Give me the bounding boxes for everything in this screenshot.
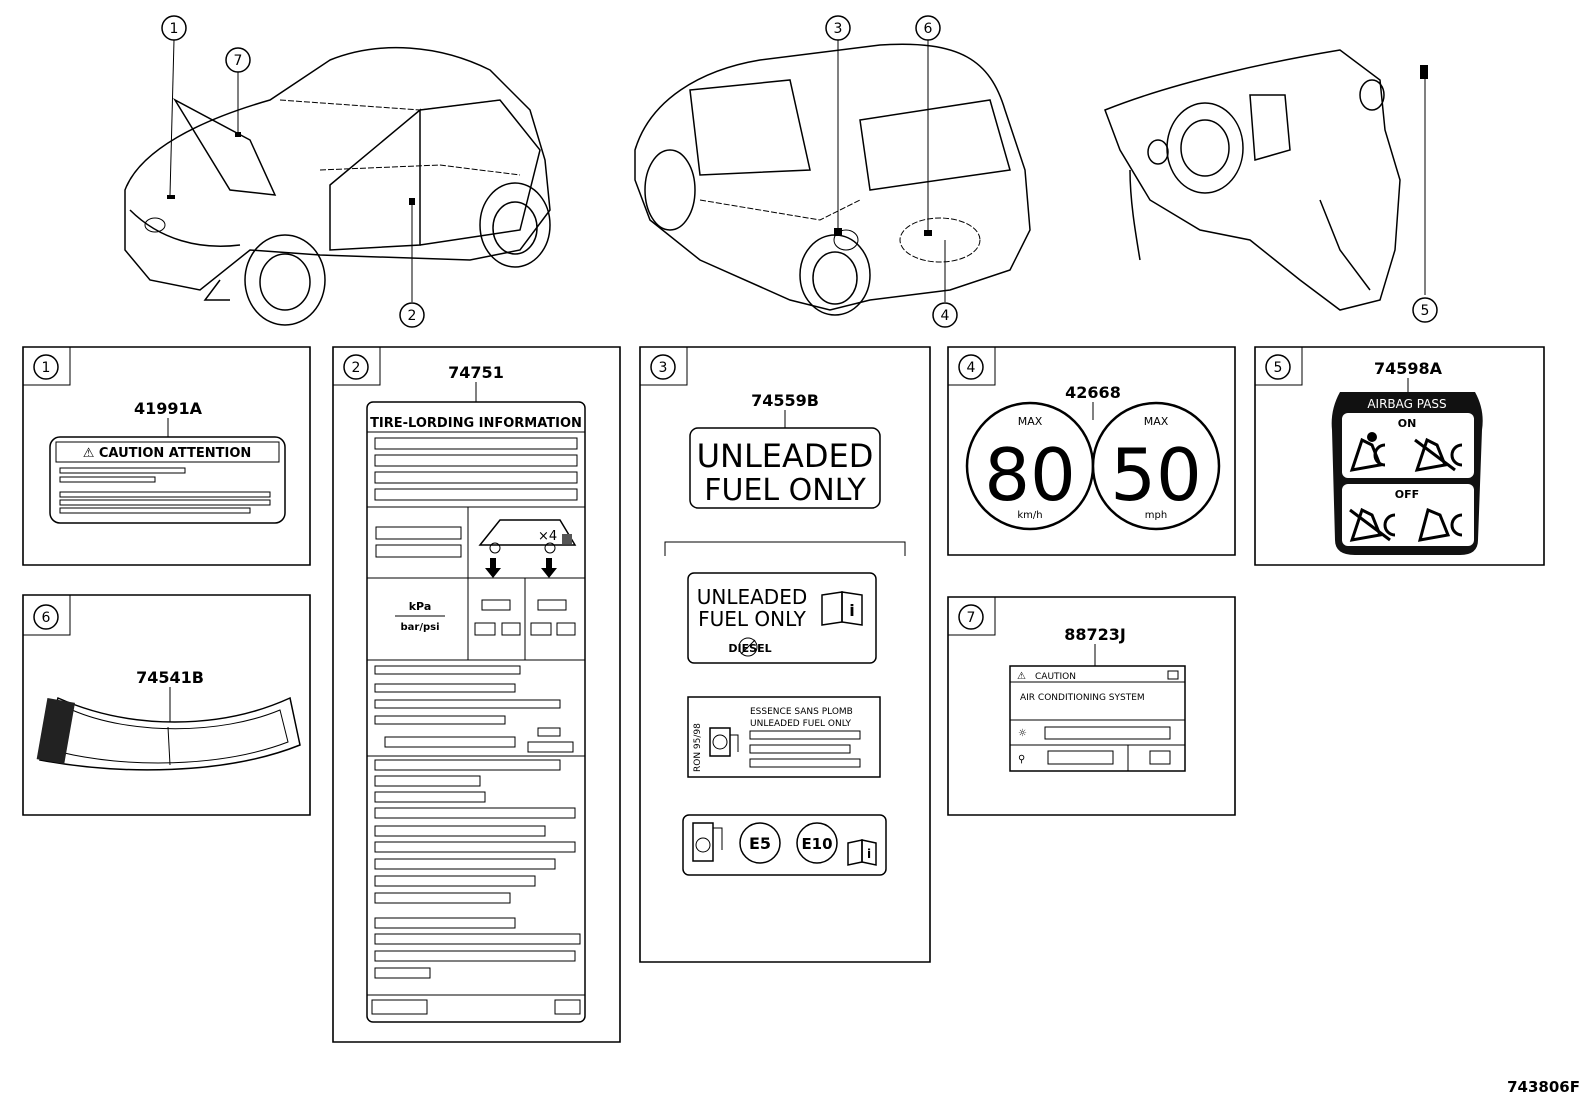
part-number-74751: 74751: [448, 363, 504, 382]
unleaded-fuel-label-large: [689, 427, 881, 509]
callout-3-top: 3: [825, 15, 851, 41]
callout-7-top: 7: [225, 47, 251, 73]
airbag-on-label: ON: [1398, 417, 1417, 430]
panel-2-callout: [343, 354, 369, 380]
unleaded-big-line1: UNLEADED: [697, 437, 874, 475]
panel-3: 3 74559B UNLEADED FUEL ONLY UNLEADED FUE…: [639, 346, 931, 963]
tire-loading-label: [366, 401, 586, 1023]
e5-badge: [739, 822, 781, 864]
svg-text:2: 2: [408, 308, 417, 324]
panel-1-callout: [33, 354, 59, 380]
ac-caution-title: CAUTION: [1035, 672, 1076, 682]
e5-e10-label: [682, 814, 887, 876]
part-number-88723J: 88723J: [1064, 625, 1126, 644]
seat-child-icon: [1349, 432, 1386, 472]
speed-value-50: 50: [1110, 433, 1202, 517]
svg-text:5: 5: [1421, 303, 1430, 319]
svg-text:6: 6: [42, 610, 51, 626]
svg-text:5: 5: [1274, 360, 1283, 376]
part-number-74598A: 74598A: [1374, 359, 1443, 378]
speed-limit-mph-disc: [1091, 401, 1221, 531]
fuel-pump-icon: [709, 727, 739, 757]
svg-text:7: 7: [234, 53, 243, 69]
ac-warning-icon: ⚠: [1017, 671, 1026, 682]
seat-rear-facing-icon: [1417, 507, 1463, 542]
essence-sans-plomb: ESSENCE SANS PLOMB: [750, 707, 853, 717]
svg-text:7: 7: [967, 610, 976, 626]
speed-max-label-2: MAX: [1144, 415, 1169, 428]
panel-6: 6 74541B: [22, 594, 311, 816]
panel-6-callout: [33, 604, 59, 630]
car-rear-view: [634, 40, 1031, 316]
caution-label: [49, 436, 286, 524]
panel-7-callout: [958, 604, 984, 630]
seat-crossed-icon: [1349, 507, 1396, 542]
units-kpa: kPa: [409, 600, 432, 613]
svg-text:3: 3: [659, 360, 668, 376]
svg-text:1: 1: [170, 21, 179, 37]
unleaded-small-line1: UNLEADED: [697, 585, 808, 609]
callout-1-top: 1: [161, 15, 187, 41]
callout-2-top: 2: [399, 302, 425, 328]
seat-child-crossed-icon: [1414, 437, 1463, 472]
svg-text:4: 4: [967, 360, 976, 376]
svg-text:i: i: [867, 847, 871, 861]
sun-icon: ☼: [1018, 728, 1027, 739]
unleaded-fuel-label-manual: [687, 572, 877, 664]
diagram-id: 743806F: [1507, 1078, 1580, 1096]
panel-1: 1 41991A ⚠ CAUTION ATTENTION: [22, 346, 311, 566]
speed-max-label-1: MAX: [1018, 415, 1043, 428]
refrigerant-icon: ⚲: [1018, 754, 1025, 765]
ac-caution-label: [1009, 665, 1186, 772]
dashboard-view: [1104, 49, 1428, 311]
part-number-74559B: 74559B: [751, 391, 819, 410]
svg-text:1: 1: [42, 360, 51, 376]
e10-badge: [796, 822, 838, 864]
unleaded-big-line2: FUEL ONLY: [704, 473, 866, 508]
manual-book-icon-2: i: [847, 839, 877, 866]
car-front-view: [124, 39, 551, 326]
occupants-count: ×4: [538, 529, 557, 544]
tire-label-title: TIRE-LORDING INFORMATION: [370, 416, 582, 431]
svg-text:3: 3: [834, 21, 843, 37]
panel-2: 2 74751 TIRE-LORDING INFORMATION ×4 kPa …: [332, 346, 621, 1043]
callout-6-top: 6: [915, 15, 941, 41]
svg-text:E5: E5: [749, 834, 771, 853]
svg-text:4: 4: [941, 308, 950, 324]
caution-label-title: ⚠ CAUTION ATTENTION: [83, 446, 252, 461]
part-number-42668: 42668: [1065, 383, 1121, 402]
windshield-label: [39, 696, 301, 771]
part-number-74541B: 74541B: [136, 668, 204, 687]
speed-value-80: 80: [984, 433, 1076, 517]
airbag-title: AIRBAG PASS: [1367, 397, 1446, 411]
callout-4-top: 4: [932, 302, 958, 328]
svg-text:6: 6: [924, 21, 933, 37]
svg-text:i: i: [849, 601, 854, 620]
panel-5: 5 74598A AIRBAG PASS ON OFF: [1254, 346, 1545, 566]
panel-4-callout: [958, 354, 984, 380]
unleaded-fuel-only-small: UNLEADED FUEL ONLY: [750, 719, 852, 729]
part-number-41991A: 41991A: [134, 399, 203, 418]
airbag-off-label: OFF: [1395, 488, 1419, 501]
panel-7: 7 88723J ⚠ CAUTION AIR CONDITIONING SYST…: [947, 596, 1236, 816]
ron-value: RON 95/98: [693, 723, 703, 772]
speed-unit-kmh: km/h: [1017, 510, 1042, 521]
fuel-pump-icon-2: [692, 822, 723, 862]
diesel-prohibited: DIESEL: [728, 642, 771, 655]
panel-4: 4 42668 MAX 80 km/h MAX 50 mph: [947, 346, 1236, 556]
units-bar-psi: bar/psi: [400, 622, 439, 633]
manual-book-icon: i: [821, 591, 863, 626]
panel-5-callout: [1265, 354, 1291, 380]
callout-5-top: 5: [1412, 297, 1438, 323]
unleaded-small-line2: FUEL ONLY: [698, 607, 806, 631]
ac-system-title: AIR CONDITIONING SYSTEM: [1020, 693, 1145, 703]
panel-3-callout: [650, 354, 676, 380]
fuel-ron-label: [687, 696, 881, 778]
svg-text:E10: E10: [801, 835, 832, 853]
speed-unit-mph: mph: [1145, 510, 1167, 521]
svg-text:2: 2: [352, 360, 361, 376]
